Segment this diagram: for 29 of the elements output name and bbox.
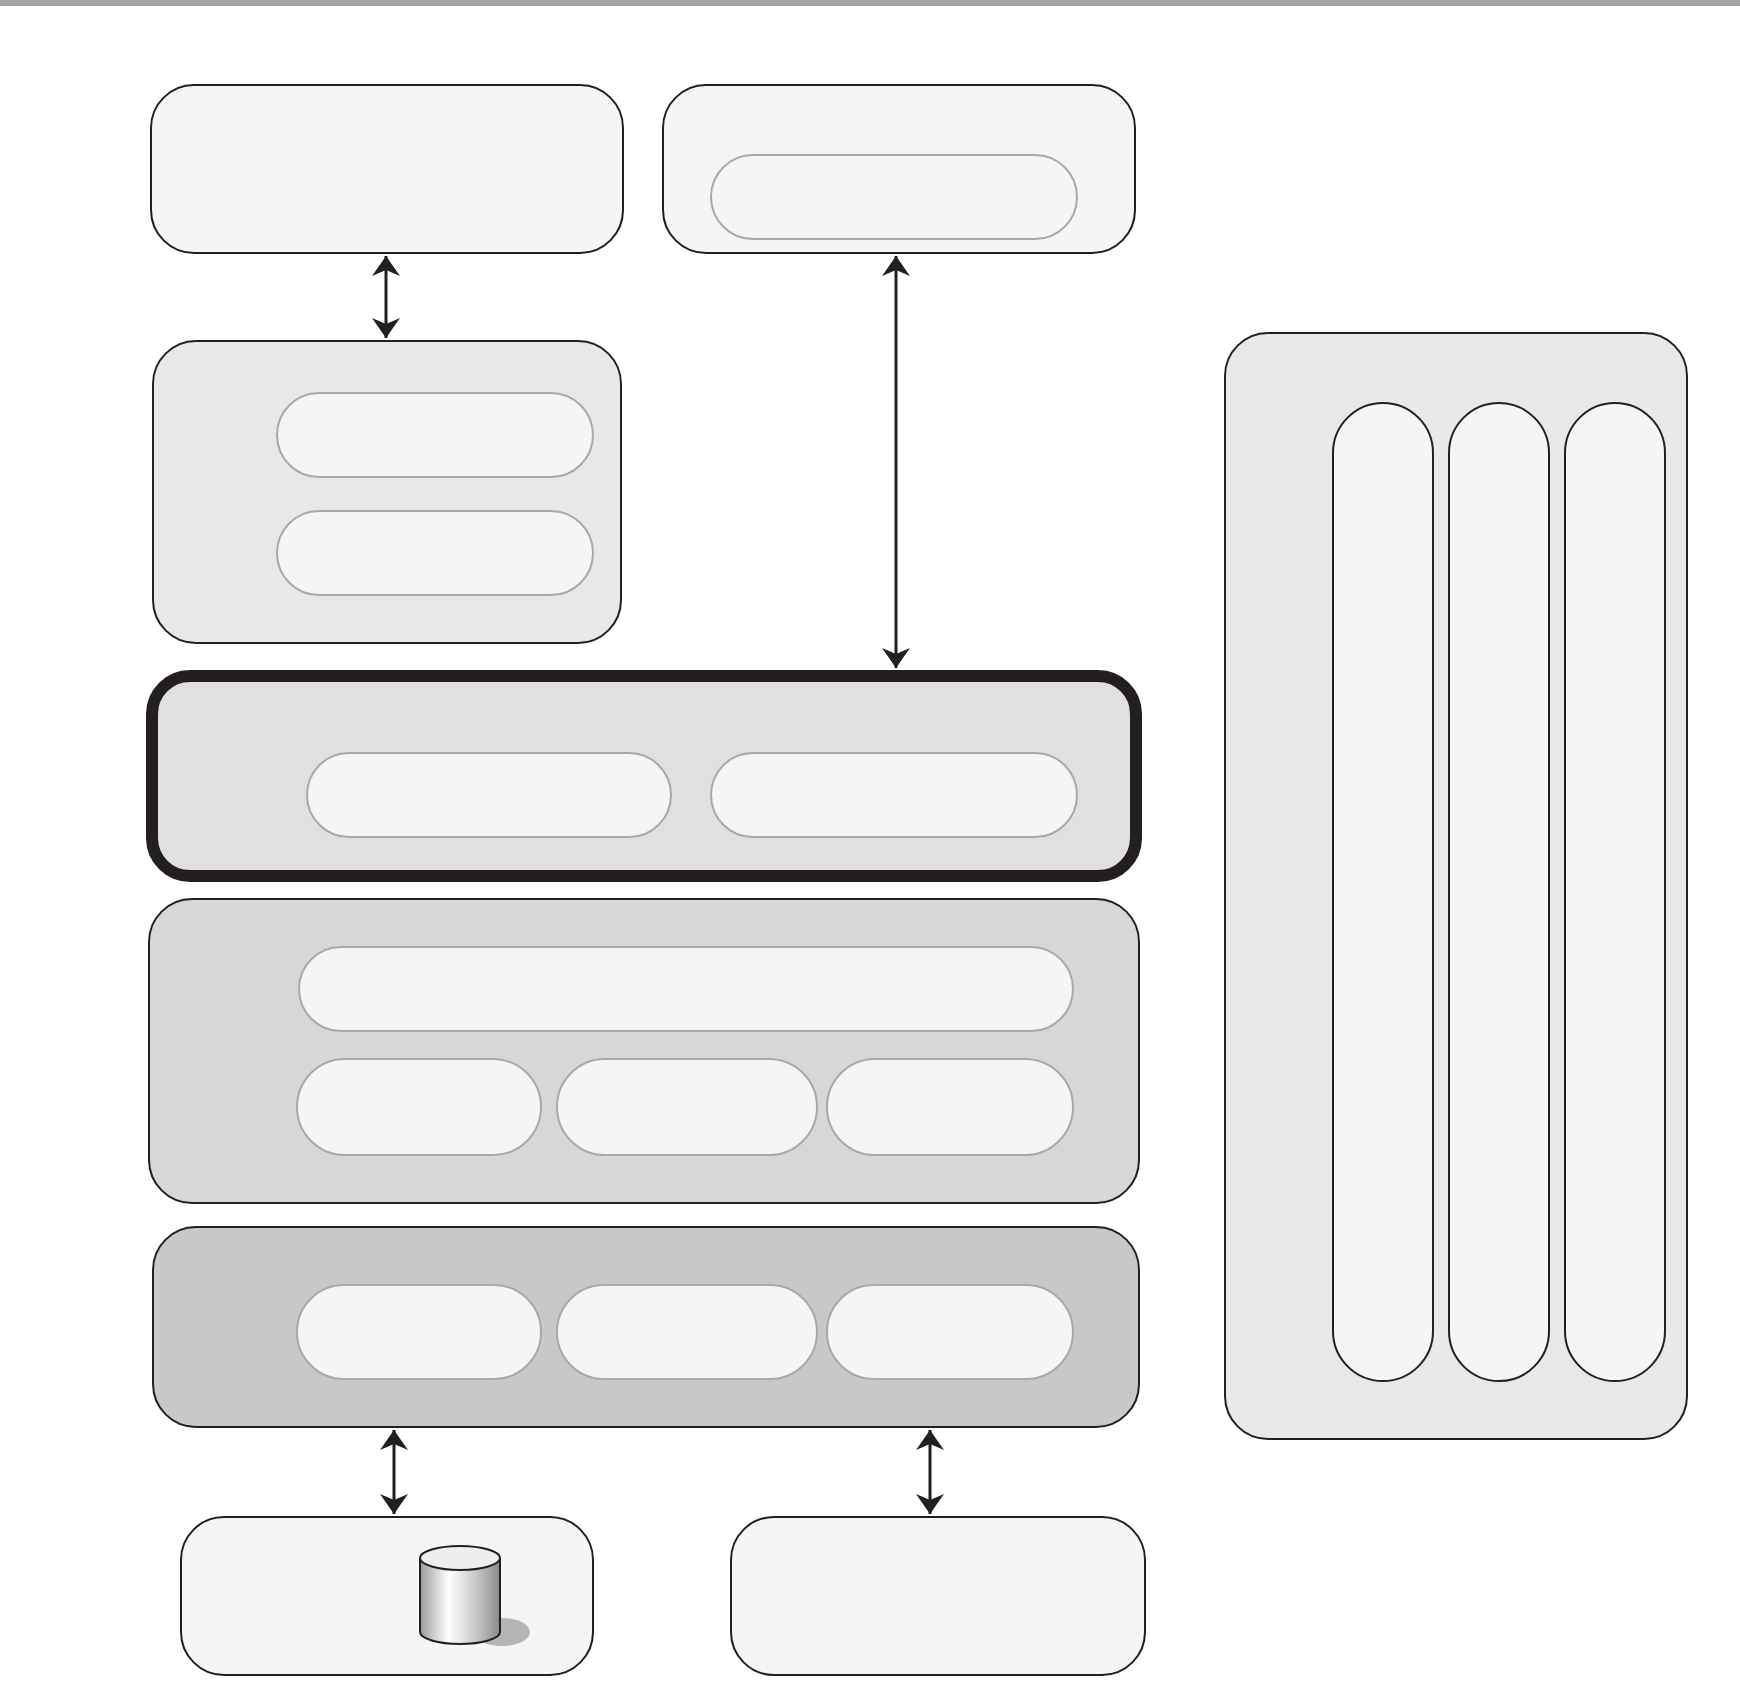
capsule-shape: [276, 510, 594, 596]
rounded-panel: [1224, 332, 1688, 1440]
capsule-shape: [710, 154, 1078, 240]
capsule-shape: [556, 1284, 818, 1380]
capsule-shape: [826, 1284, 1074, 1380]
rounded-panel: [152, 1226, 1140, 1428]
vertical-capsule: [1332, 402, 1434, 1382]
double-arrow: [916, 1430, 944, 1514]
double-arrow: [372, 256, 400, 338]
rounded-panel: [180, 1516, 594, 1676]
double-arrow: [882, 256, 910, 668]
rounded-panel: [662, 84, 1136, 254]
capsule-shape: [296, 1284, 542, 1380]
vertical-capsule: [1564, 402, 1666, 1382]
rounded-panel: [730, 1516, 1146, 1676]
database-cylinder: [418, 1544, 530, 1648]
capsule-shape: [298, 946, 1074, 1032]
rounded-panel: [150, 84, 624, 254]
vertical-capsule: [1448, 402, 1550, 1382]
capsule-shape: [306, 752, 672, 838]
capsule-shape: [710, 752, 1078, 838]
highlighted-panel: [146, 670, 1142, 882]
capsule-shape: [826, 1058, 1074, 1156]
capsule-shape: [296, 1058, 542, 1156]
rounded-panel: [152, 340, 622, 644]
capsule-shape: [556, 1058, 818, 1156]
rounded-panel: [148, 898, 1140, 1204]
double-arrow: [380, 1430, 408, 1514]
capsule-shape: [276, 392, 594, 478]
